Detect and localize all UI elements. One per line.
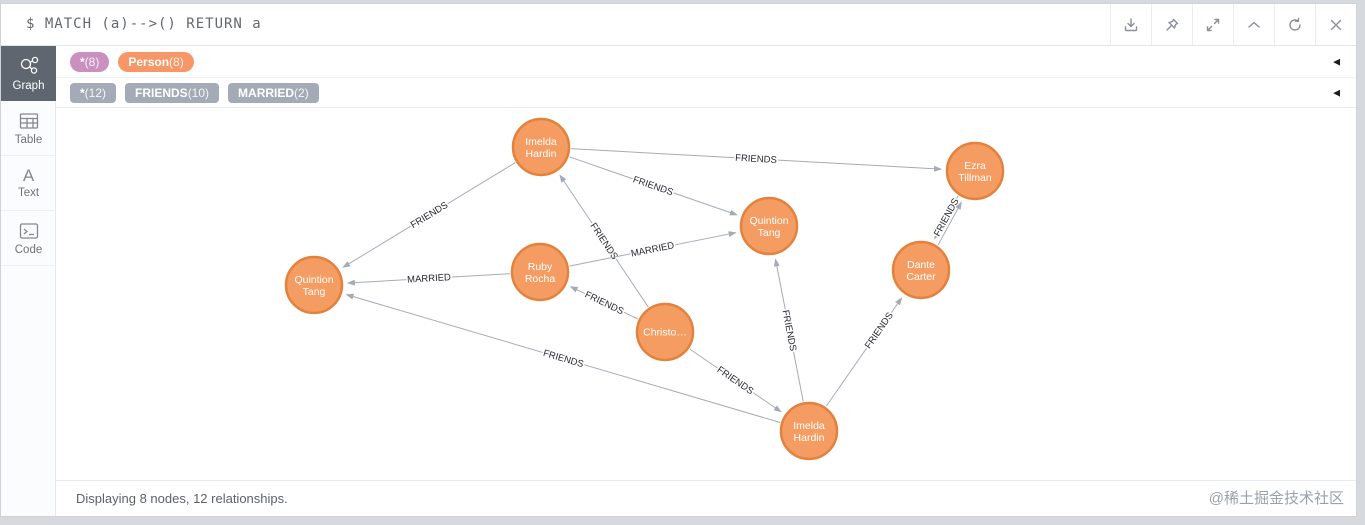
close-icon bbox=[1330, 19, 1342, 30]
fullscreen-button[interactable] bbox=[1192, 4, 1233, 45]
node-label-filter-row: *(8) Person(8) ◀ bbox=[56, 46, 1356, 78]
edge-label: FRIENDS bbox=[588, 221, 620, 262]
chip-label: FRIENDS bbox=[135, 85, 188, 100]
chip-count: (12) bbox=[84, 85, 107, 100]
tab-graph[interactable]: Graph bbox=[1, 46, 56, 101]
node-chip-all[interactable]: *(8) bbox=[70, 51, 110, 72]
graph-panel: FRIENDS FRIENDS FRIENDS FRIENDS MARRIED MARRI… bbox=[56, 108, 1356, 480]
tab-table[interactable]: Table bbox=[1, 101, 56, 156]
graph-edge-friends[interactable]: FRIENDS bbox=[559, 174, 649, 308]
edge-label: FRIENDS bbox=[715, 364, 756, 397]
graph-edge-friends[interactable]: FRIENDS bbox=[930, 195, 963, 240]
graph-edge-friends[interactable]: FRIENDS bbox=[569, 286, 639, 320]
result-frame: $ MATCH (a)-->() RETURN a bbox=[0, 3, 1357, 517]
graph-view-icon bbox=[20, 56, 38, 74]
rel-chip-all[interactable]: *(12) bbox=[70, 82, 117, 103]
edge-label: FRIENDS bbox=[932, 197, 962, 239]
edge-label: MARRIED bbox=[630, 240, 675, 259]
graph-edge-married[interactable]: MARRIED bbox=[346, 271, 511, 287]
pin-button[interactable] bbox=[1151, 4, 1192, 45]
tab-text-label: Text bbox=[17, 187, 40, 199]
edge-label: MARRIED bbox=[407, 272, 452, 286]
edge-label: FRIENDS bbox=[780, 309, 799, 352]
chip-label: MARRIED bbox=[238, 85, 295, 100]
graph-node[interactable]: Christo… bbox=[635, 302, 695, 362]
relationship-filter-row: *(12) FRIENDS(10) MARRIED(2) ◀ bbox=[56, 78, 1356, 108]
query-input[interactable]: $ MATCH (a)-->() RETURN a bbox=[26, 16, 262, 32]
status-bar: Displaying 8 nodes, 12 relationships. @稀… bbox=[56, 480, 1356, 516]
frame-toolbar bbox=[1110, 4, 1356, 45]
graph-edge-friends[interactable]: FRIENDS bbox=[825, 297, 903, 407]
chip-label: Person bbox=[128, 54, 170, 69]
tab-code[interactable]: Code bbox=[1, 211, 56, 266]
chip-count: (10) bbox=[187, 85, 210, 100]
graph-edge-married[interactable]: MARRIED bbox=[569, 231, 737, 267]
node-chip-person[interactable]: Person(8) bbox=[118, 51, 194, 72]
view-sidebar: Graph Table A Text Code bbox=[1, 46, 56, 516]
collapse-up-icon bbox=[1248, 21, 1260, 28]
collapse-button[interactable] bbox=[1233, 4, 1274, 45]
chip-label: * bbox=[80, 54, 85, 69]
graph-edge-friends[interactable] bbox=[937, 201, 962, 246]
download-button[interactable] bbox=[1110, 4, 1151, 45]
edge-label: FRIENDS bbox=[409, 200, 450, 231]
collapse-left-icon[interactable]: ◀ bbox=[1333, 56, 1340, 66]
close-button[interactable] bbox=[1315, 4, 1356, 45]
collapse-left-icon[interactable]: ◀ bbox=[1333, 87, 1340, 97]
graph-canvas[interactable]: FRIENDS FRIENDS FRIENDS FRIENDS MARRIED MARRI… bbox=[56, 108, 1356, 480]
graph-edge-friends[interactable]: FRIENDS bbox=[570, 148, 943, 172]
chip-count: (8) bbox=[169, 54, 184, 69]
code-view-icon bbox=[19, 222, 38, 239]
graph-edge-friends[interactable]: FRIENDS bbox=[345, 293, 781, 423]
tab-table-label: Table bbox=[14, 133, 43, 146]
edge-label: FRIENDS bbox=[631, 174, 674, 198]
watermark-text: @稀土掘金技术社区 bbox=[1208, 490, 1344, 507]
tab-code-label: Code bbox=[14, 243, 43, 256]
chip-count: (2) bbox=[294, 85, 309, 100]
graph-edge-friends[interactable]: FRIENDS bbox=[689, 348, 782, 413]
chip-count: (8) bbox=[84, 54, 100, 69]
fullscreen-icon bbox=[1206, 18, 1220, 31]
graph-edge-friends[interactable]: FRIENDS bbox=[569, 156, 738, 216]
edge-label: FRIENDS bbox=[542, 348, 585, 370]
tab-graph-label: Graph bbox=[12, 79, 45, 92]
rel-chip-friends[interactable]: FRIENDS(10) bbox=[125, 82, 220, 103]
edge-label: FRIENDS bbox=[583, 289, 625, 317]
text-view-icon: A bbox=[22, 166, 35, 185]
frame-content: *(8) Person(8) ◀ *(12) FRIENDS(10) MARRI… bbox=[56, 46, 1356, 516]
rel-chip-married[interactable]: MARRIED(2) bbox=[228, 82, 319, 103]
query-bar: $ MATCH (a)-->() RETURN a bbox=[1, 4, 1356, 46]
chip-label: * bbox=[80, 85, 85, 100]
rerun-button[interactable] bbox=[1274, 4, 1315, 45]
download-icon bbox=[1124, 17, 1138, 31]
edge-label: FRIENDS bbox=[863, 310, 896, 351]
graph-edge-friends[interactable]: FRIENDS bbox=[342, 162, 516, 268]
node-label: Christo… bbox=[643, 327, 687, 339]
status-text: Displaying 8 nodes, 12 relationships. bbox=[76, 491, 288, 506]
tab-text[interactable]: A Text bbox=[1, 156, 56, 211]
graph-edge-friends[interactable]: FRIENDS bbox=[773, 258, 804, 402]
edge-label: FRIENDS bbox=[735, 153, 777, 166]
pin-icon bbox=[1166, 18, 1179, 31]
refresh-icon bbox=[1289, 17, 1301, 31]
table-view-icon bbox=[19, 112, 38, 129]
